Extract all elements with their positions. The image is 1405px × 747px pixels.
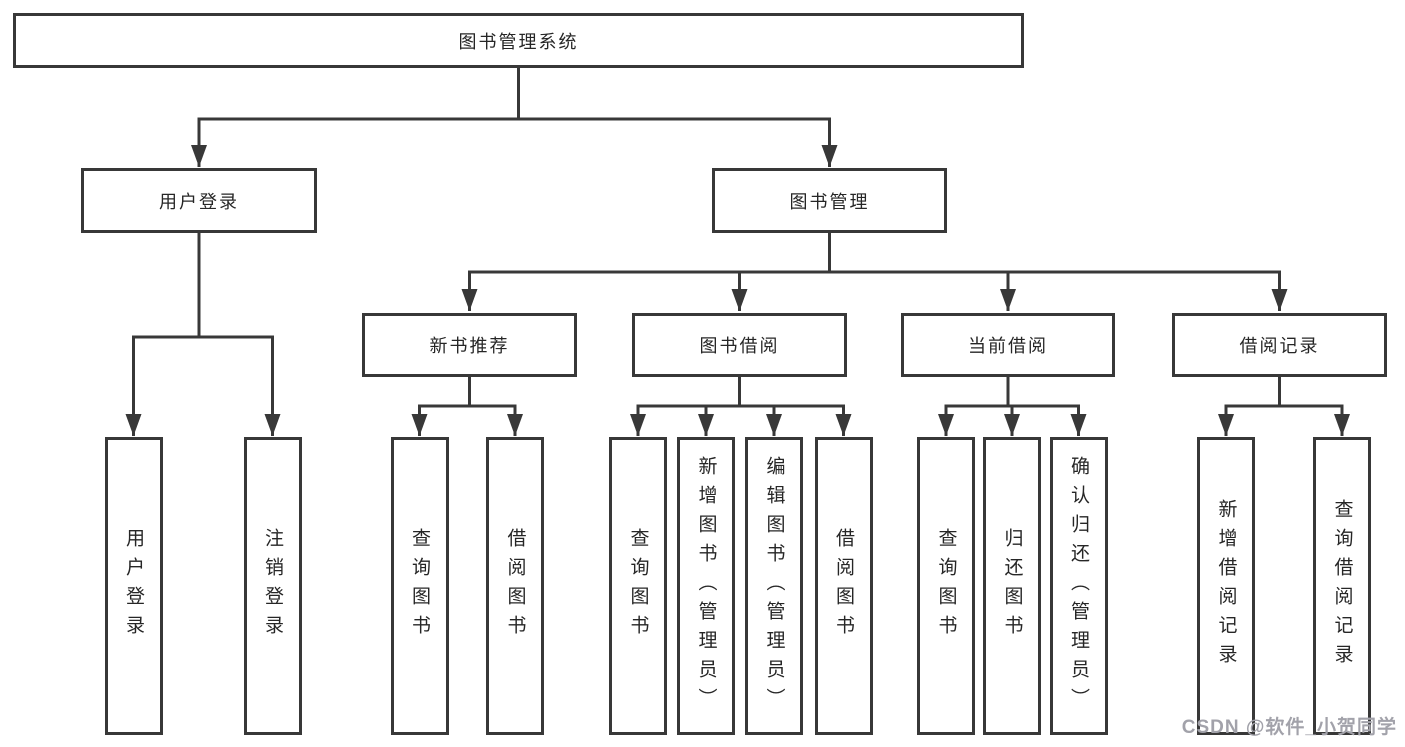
node-label: 查询图书 bbox=[935, 528, 957, 644]
node-label: 用户登录 bbox=[123, 528, 144, 644]
node-label: 借阅图书 bbox=[504, 528, 526, 644]
node-add-borrow-record: 新增借阅记录 bbox=[1197, 437, 1255, 735]
node-label: 查询借阅记录 bbox=[1331, 499, 1353, 673]
node-edit-books-admin: 编辑图书（管理员） bbox=[745, 437, 803, 735]
node-query-books-2: 查询图书 bbox=[609, 437, 667, 735]
node-new-book-recommend: 新书推荐 bbox=[362, 313, 577, 377]
csdn-watermark: CSDN @软件_小贺同学 bbox=[1181, 717, 1397, 738]
node-user-login-leaf: 用户登录 bbox=[104, 437, 163, 735]
node-user-login: 用户登录 bbox=[81, 168, 317, 233]
node-label: 确认归还（管理员） bbox=[1068, 455, 1089, 717]
node-label: 编辑图书（管理员） bbox=[763, 455, 785, 717]
node-label: 注销登录 bbox=[262, 528, 283, 644]
node-book-borrow: 图书借阅 bbox=[632, 313, 847, 377]
node-book-management: 图书管理 bbox=[712, 168, 947, 233]
node-library-system: 图书管理系统 bbox=[13, 13, 1024, 68]
node-query-books-1: 查询图书 bbox=[390, 437, 449, 735]
node-current-borrow: 当前借阅 bbox=[901, 313, 1115, 377]
node-add-books-admin: 新增图书（管理员） bbox=[677, 437, 735, 735]
node-borrow-books-2: 借阅图书 bbox=[814, 437, 873, 735]
node-logout: 注销登录 bbox=[243, 437, 302, 735]
node-borrow-books-1: 借阅图书 bbox=[486, 437, 544, 735]
node-query-borrow-record: 查询借阅记录 bbox=[1313, 437, 1371, 735]
node-confirm-return-admin: 确认归还（管理员） bbox=[1049, 437, 1108, 735]
node-label: 借阅图书 bbox=[833, 528, 854, 644]
node-borrow-records: 借阅记录 bbox=[1172, 313, 1387, 377]
node-label: 归还图书 bbox=[1001, 528, 1023, 644]
node-return-books: 归还图书 bbox=[983, 437, 1041, 735]
node-label: 新增借阅记录 bbox=[1215, 499, 1237, 673]
node-label: 查询图书 bbox=[627, 528, 649, 644]
node-query-books-3: 查询图书 bbox=[917, 437, 975, 735]
node-label: 新增图书（管理员） bbox=[695, 455, 717, 717]
node-label: 查询图书 bbox=[409, 528, 430, 644]
